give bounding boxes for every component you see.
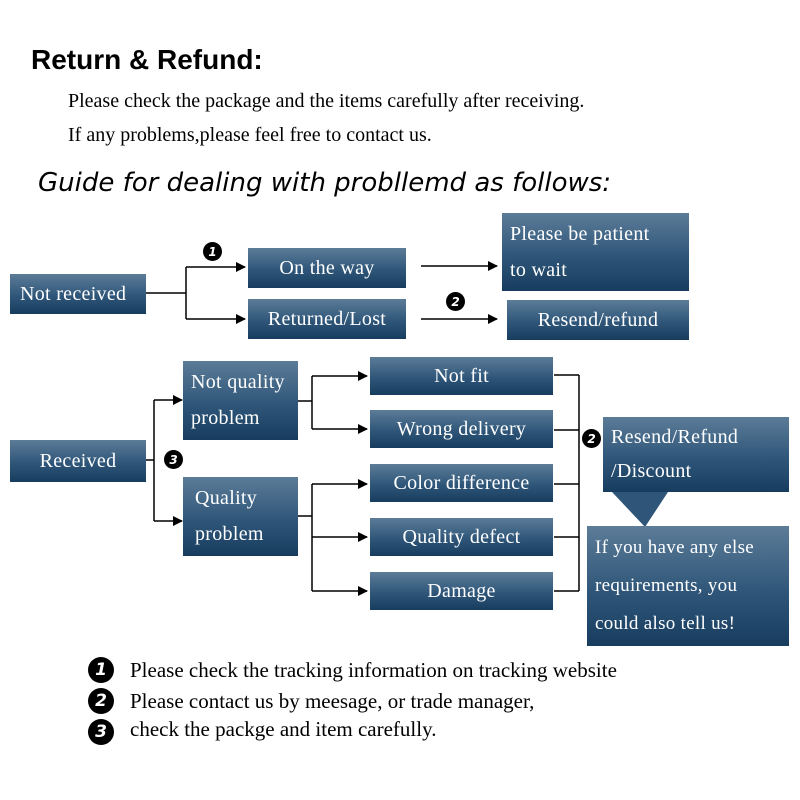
node-quality-problem-line-1: Quality xyxy=(195,486,258,509)
step-3-marker-icon: 3 xyxy=(164,450,183,469)
node-received: Received xyxy=(10,440,146,482)
node-damage: Damage xyxy=(370,572,553,610)
page-title: Return & Refund: xyxy=(31,44,263,75)
callout-line-3: could also tell us! xyxy=(595,613,736,635)
node-on-the-way: On the way xyxy=(248,248,406,288)
node-please-be-patient: Please be patient to wait xyxy=(502,213,689,291)
node-not-quality-line-1: Not quality xyxy=(191,370,285,393)
legend-1-number-icon: 1 xyxy=(88,657,114,683)
node-wrong-delivery: Wrong delivery xyxy=(370,410,553,448)
node-returned-lost: Returned/Lost xyxy=(248,299,406,339)
node-please-be-patient-line-2: to wait xyxy=(510,258,568,281)
guide-heading: Guide for dealing with probllemd as foll… xyxy=(38,168,612,198)
intro-line-1: Please check the package and the items c… xyxy=(68,90,585,112)
node-color-difference: Color difference xyxy=(370,464,553,502)
node-resend-refund: Resend/refund xyxy=(507,300,689,340)
node-quality-problem-line-2: problem xyxy=(195,523,264,546)
callout-else-requirements: If you have any else requirements, you c… xyxy=(587,526,789,646)
callout-line-2: requirements, you xyxy=(595,575,738,597)
node-resend-refund-discount-line-1: Resend/Refund xyxy=(611,425,739,448)
node-please-be-patient-line-1: Please be patient xyxy=(510,222,650,245)
node-resend-refund-discount: Resend/Refund /Discount xyxy=(603,417,789,492)
callout-line-1: If you have any else xyxy=(595,537,754,559)
node-quality-problem: Quality problem xyxy=(183,477,298,556)
step-2-marker-icon: 2 xyxy=(446,292,465,311)
legend-2-number-icon: 2 xyxy=(88,688,114,714)
legend-2-text: Please contact us by meesage, or trade m… xyxy=(130,689,535,713)
node-not-quality-line-2: problem xyxy=(191,407,260,430)
node-not-quality-problem: Not quality problem xyxy=(183,361,298,440)
step-2-marker-icon: 2 xyxy=(582,429,601,448)
step-1-marker-icon: 1 xyxy=(203,242,222,261)
node-quality-defect: Quality defect xyxy=(370,518,553,556)
legend-3-text: check the packge and item carefully. xyxy=(130,717,437,741)
node-not-fit: Not fit xyxy=(370,357,553,395)
node-not-received: Not received xyxy=(10,274,146,314)
legend-1-text: Please check the tracking information on… xyxy=(130,658,617,682)
legend-3-number-icon: 3 xyxy=(88,719,114,745)
intro-line-2: If any problems,please feel free to cont… xyxy=(68,124,432,146)
node-resend-refund-discount-line-2: /Discount xyxy=(611,460,692,483)
